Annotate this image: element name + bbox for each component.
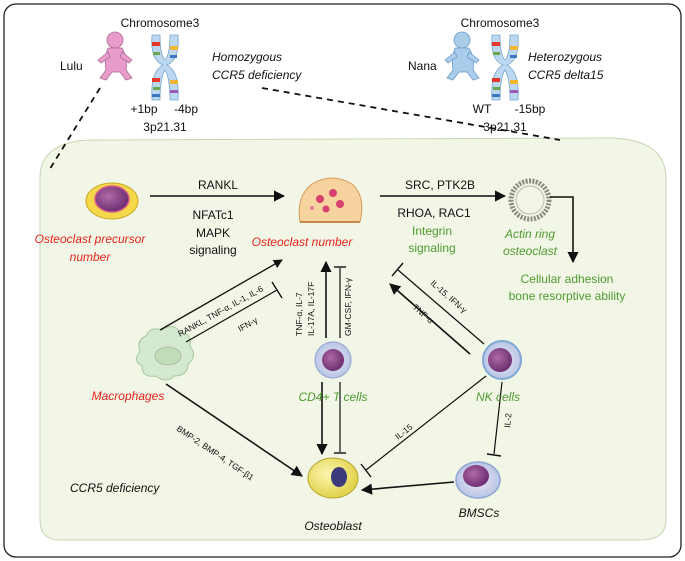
nk-cell-icon bbox=[482, 340, 522, 380]
actin-ring-icon bbox=[508, 178, 552, 222]
lulu-allele-left: +1bp bbox=[130, 102, 157, 116]
rhoa-rac1-label: RHOA, RAC1 bbox=[397, 206, 471, 220]
inhibit-nk-bmsc bbox=[493, 381, 503, 455]
adhesion-label-line1: Cellular adhesion bbox=[521, 272, 614, 286]
arrow-nk-osteoclast bbox=[389, 283, 471, 355]
osteoclast-precursor-label-line1: Osteoclast precursor bbox=[35, 232, 147, 246]
arrow-macrophage-osteoclast bbox=[159, 259, 283, 331]
osteoclast-precursor-label-line2: number bbox=[70, 250, 112, 264]
cd4-inhibitory-label: GM-CSF, IFN-γ bbox=[343, 277, 353, 336]
nana-name: Nana bbox=[408, 59, 437, 73]
lulu-baby-icon bbox=[97, 31, 133, 81]
lulu-name: Lulu bbox=[60, 59, 83, 73]
nk-cells-label: NK cells bbox=[476, 390, 520, 404]
nana-chromosome-icon bbox=[491, 34, 519, 101]
lulu-chromosome-icon bbox=[151, 34, 179, 101]
nana-chromosome-title: Chromosome3 bbox=[461, 16, 540, 30]
arrow-group bbox=[150, 190, 579, 495]
lulu-note-line2: CCR5 deficiency bbox=[212, 68, 302, 82]
cd4-cytokines-line1: TNF-α, IL-7 bbox=[294, 292, 304, 336]
inhibit-macrophage-osteoclast bbox=[185, 289, 278, 343]
arrow-macrophage-osteoblast bbox=[165, 383, 303, 477]
cd4-t-cells-label: CD4+ T cells bbox=[298, 390, 367, 404]
nana-baby-icon bbox=[444, 31, 480, 81]
bmsc-cell-icon bbox=[455, 461, 501, 499]
cd4-t-cell-icon bbox=[314, 341, 352, 379]
lulu-locus: 3p21.31 bbox=[143, 120, 187, 134]
nfatc1-label: NFATc1 bbox=[192, 208, 233, 222]
osteoblast-cell-icon bbox=[307, 457, 359, 499]
osteoclast-cell-icon bbox=[298, 177, 363, 223]
mapk-label-line1: MAPK bbox=[196, 226, 230, 240]
nana-note-line2: CCR5 delta15 bbox=[528, 68, 604, 82]
ccr5-deficiency-label: CCR5 deficiency bbox=[70, 481, 160, 495]
osteoclast-precursor-cell-icon bbox=[85, 182, 139, 220]
dashed-connector-left bbox=[47, 87, 101, 173]
arrow-bmsc-osteoblast bbox=[360, 481, 455, 495]
lulu-chromosome-title: Chromosome3 bbox=[121, 16, 200, 30]
cd4-cytokines-line2: IL-17A, IL-17F bbox=[306, 282, 316, 336]
mapk-label-line2: signaling bbox=[189, 243, 236, 257]
nk-il2-label: IL-2 bbox=[502, 412, 514, 428]
macrophage-cell-icon bbox=[136, 326, 194, 381]
rankl-label: RANKL bbox=[198, 178, 238, 192]
integrin-label-line1: Integrin bbox=[412, 224, 452, 238]
actin-ring-label-line2: osteoclast bbox=[503, 244, 558, 258]
nana-allele-right: -15bp bbox=[515, 102, 546, 116]
green-panel bbox=[39, 137, 667, 541]
inhibit-nk-osteoclast bbox=[397, 269, 485, 345]
inhibit-nk-osteoblast bbox=[365, 375, 487, 471]
adhesion-label-line2: bone resorptive ability bbox=[509, 289, 626, 303]
actin-ring-label-line1: Actin ring bbox=[504, 227, 555, 241]
osteoblast-label: Osteoblast bbox=[304, 519, 362, 533]
nana-allele-left: WT bbox=[473, 102, 492, 116]
integrin-label-line2: signaling bbox=[408, 241, 455, 255]
src-ptk2b-label: SRC, PTK2B bbox=[405, 178, 475, 192]
nana-group: Chromosome3 Nana WT -15bp 3p21.31 Hetero… bbox=[408, 16, 604, 134]
bmscs-label: BMSCs bbox=[459, 506, 500, 520]
arrow-actin-adhesion bbox=[550, 196, 579, 264]
nana-note-line1: Heterozygous bbox=[528, 50, 602, 64]
macrophages-label: Macrophages bbox=[92, 389, 165, 403]
osteoclast-number-label: Osteoclast number bbox=[252, 235, 354, 249]
nana-locus: 3p21.31 bbox=[483, 120, 527, 134]
lulu-group: Chromosome3 Lulu +1bp -4bp 3p21.31 Homoz… bbox=[60, 16, 302, 134]
lulu-allele-right: -4bp bbox=[174, 102, 198, 116]
lulu-note-line1: Homozygous bbox=[212, 50, 282, 64]
